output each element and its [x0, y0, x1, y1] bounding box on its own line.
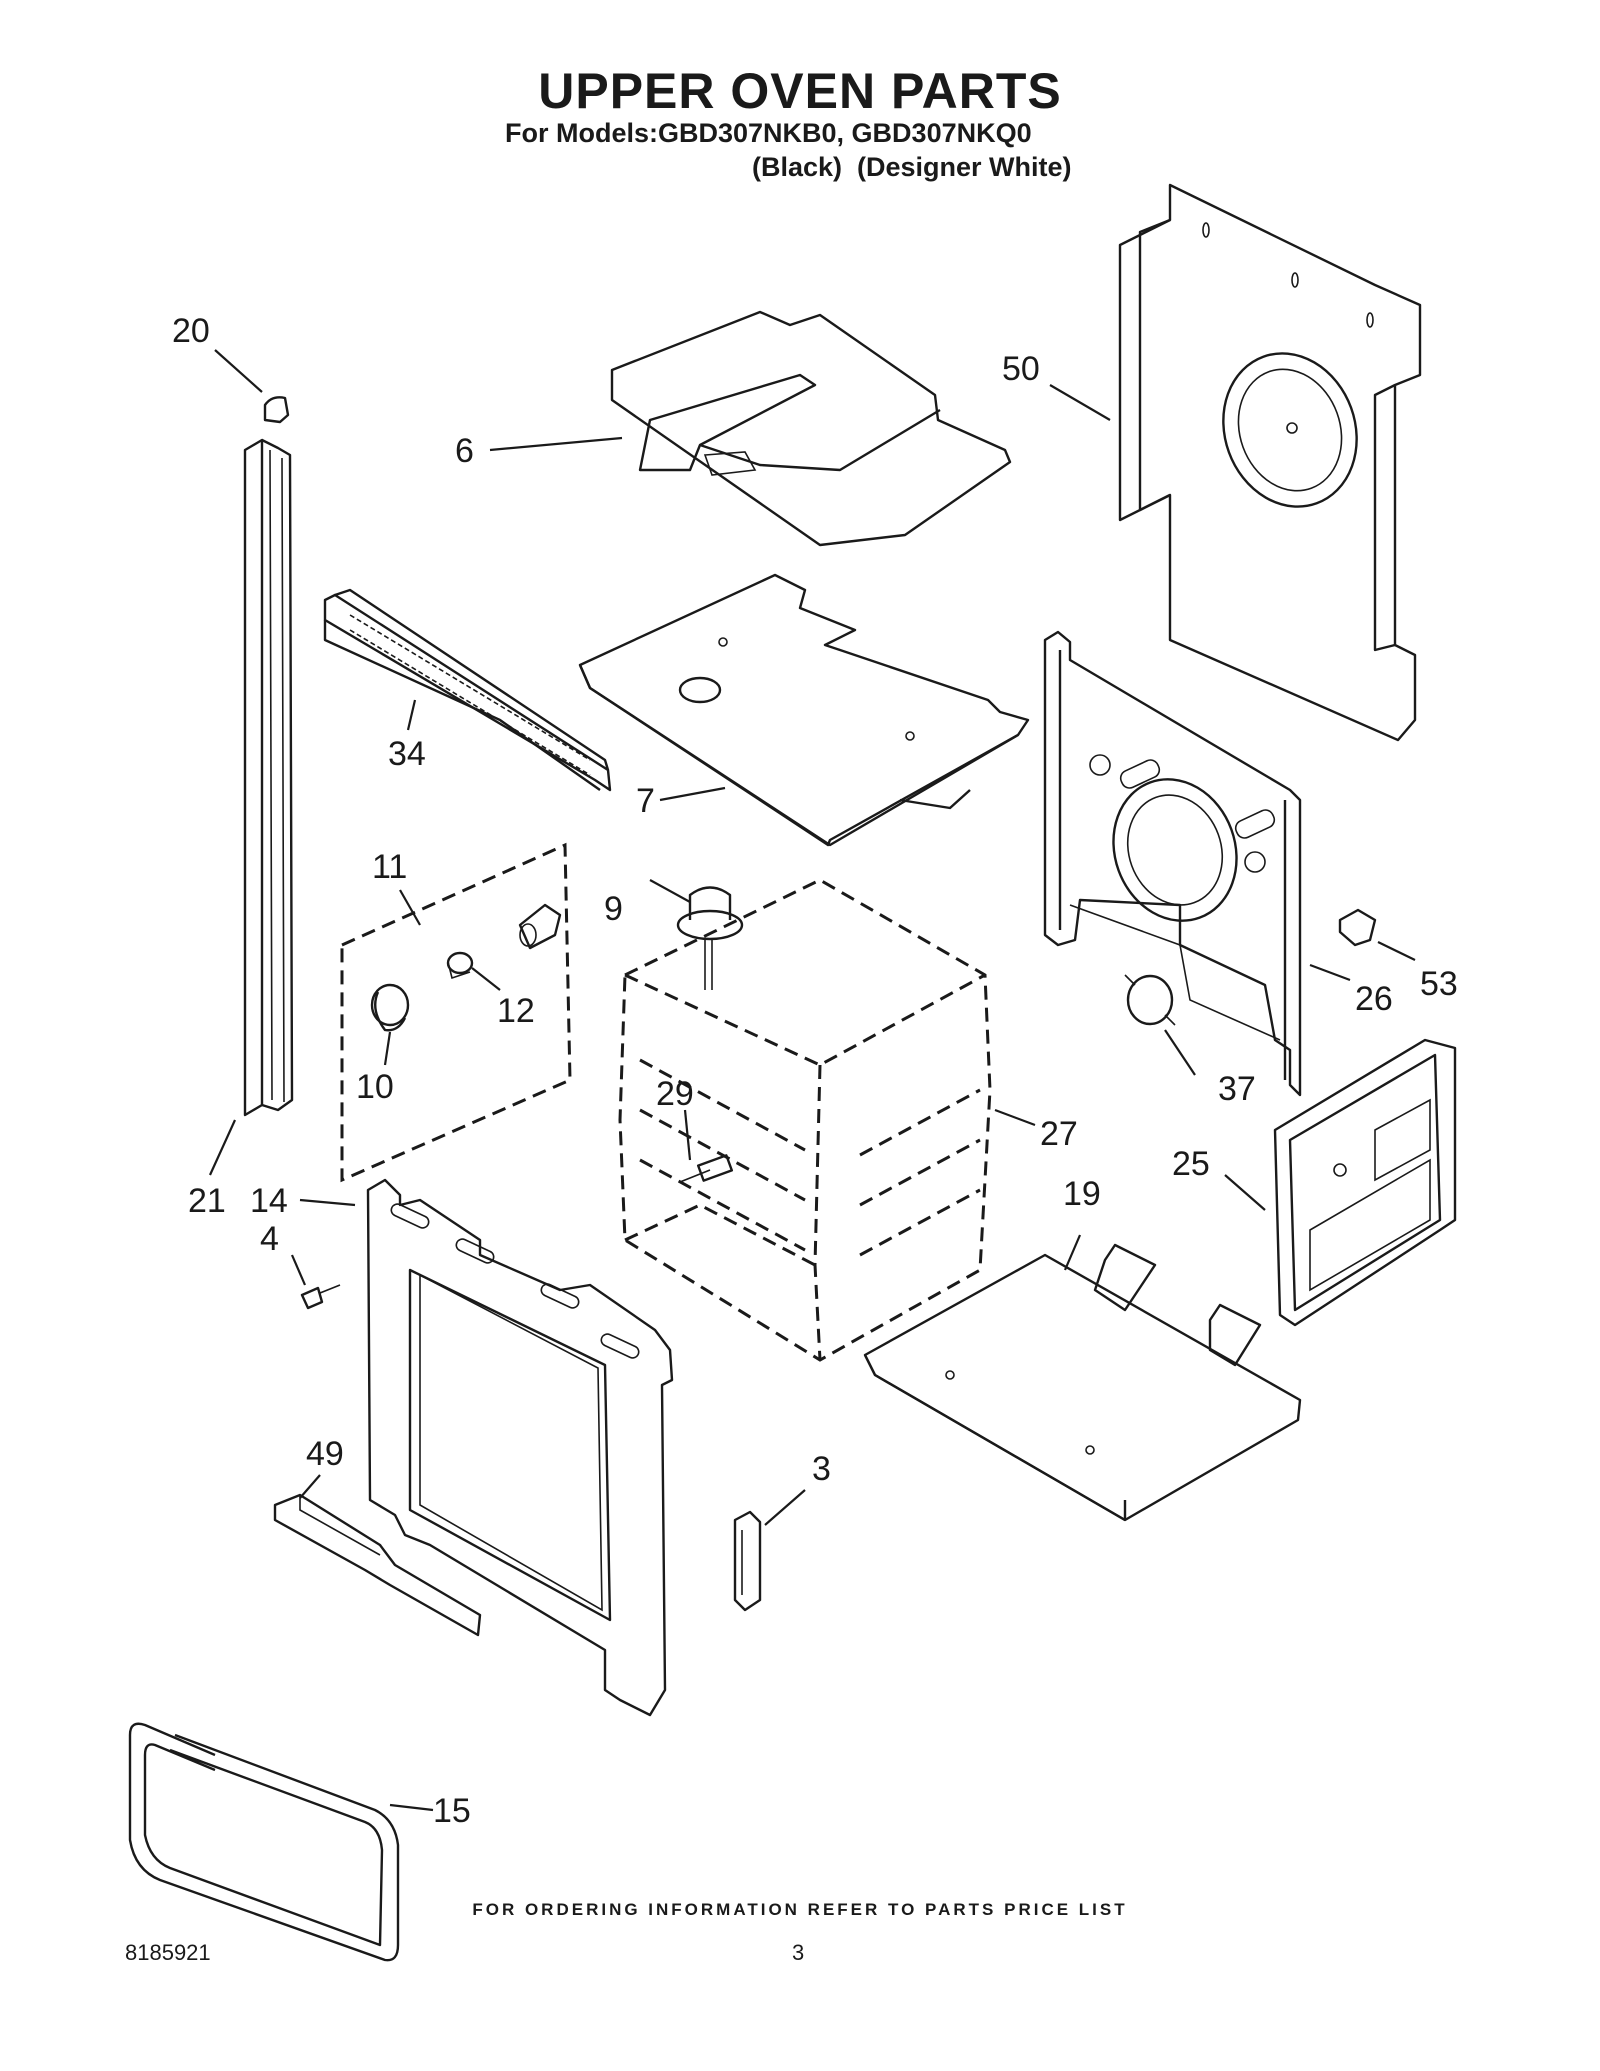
- part-34-vent-grille: [323, 588, 612, 792]
- part-50-rear-panel: [1118, 183, 1422, 742]
- callout-19: 19: [1063, 1175, 1101, 1213]
- callout-12: 12: [497, 992, 535, 1030]
- model-variant-black: (Black): [752, 152, 843, 182]
- part-14-front-frame: [366, 1178, 674, 1717]
- leader-lines: [208, 349, 1416, 1812]
- callout-27: 27: [1040, 1115, 1078, 1153]
- callout-6: 6: [455, 432, 474, 470]
- callout-37: 37: [1218, 1070, 1256, 1108]
- document-number: 8185921: [125, 1940, 211, 1965]
- part-25-side-panel: [1273, 1038, 1457, 1327]
- page-title: UPPER OVEN PARTS: [538, 63, 1062, 119]
- part-7-cavity-top: [578, 573, 1030, 847]
- callout-50: 50: [1002, 350, 1040, 388]
- model-numbers: For Models:GBD307NKB0, GBD307NKQ0: [505, 118, 1032, 148]
- callout-21: 21: [188, 1182, 226, 1220]
- callout-34: 34: [388, 735, 426, 773]
- callout-7: 7: [636, 782, 655, 820]
- part-11-switch: [518, 903, 562, 950]
- callout-53: 53: [1420, 965, 1458, 1003]
- part-29-light-socket: [679, 1154, 734, 1183]
- part-27-oven-cavity: [618, 878, 992, 1362]
- callout-4: 4: [260, 1220, 279, 1258]
- part-3-bracket: [733, 1510, 762, 1612]
- part-6-top-shield: [610, 310, 1012, 547]
- callout-14: 14: [250, 1182, 288, 1220]
- ordering-note: FOR ORDERING INFORMATION REFER TO PARTS …: [472, 1900, 1128, 1919]
- part-11-group-outline: [340, 842, 572, 1183]
- callout-26: 26: [1355, 980, 1393, 1018]
- part-12-small-knob: [446, 951, 474, 980]
- part-9-sensor: [676, 886, 744, 990]
- part-20-end-cap: [263, 396, 290, 424]
- part-53-bracket: [1338, 908, 1377, 947]
- model-variant-white: (Designer White): [857, 152, 1072, 182]
- part-26-cavity-back: [1043, 630, 1302, 1097]
- callout-10: 10: [356, 1068, 394, 1106]
- callout-11: 11: [372, 848, 407, 886]
- part-19-cavity-bottom: [863, 1243, 1302, 1522]
- callout-49: 49: [306, 1435, 344, 1473]
- callout-20: 20: [172, 312, 210, 350]
- callout-29: 29: [656, 1075, 694, 1113]
- callout-9: 9: [604, 890, 623, 928]
- part-10-knob: [370, 983, 410, 1032]
- part-49-bottom-trim: [273, 1493, 482, 1637]
- page-number: 3: [792, 1940, 805, 1965]
- callout-25: 25: [1172, 1145, 1210, 1183]
- part-15-door-gasket: [128, 1722, 400, 1962]
- callout-15: 15: [433, 1792, 471, 1830]
- part-21-side-trim: [243, 438, 294, 1117]
- callout-3: 3: [812, 1450, 831, 1488]
- part-37-thermal-switch: [1124, 974, 1176, 1026]
- part-4-screw: [300, 1284, 341, 1310]
